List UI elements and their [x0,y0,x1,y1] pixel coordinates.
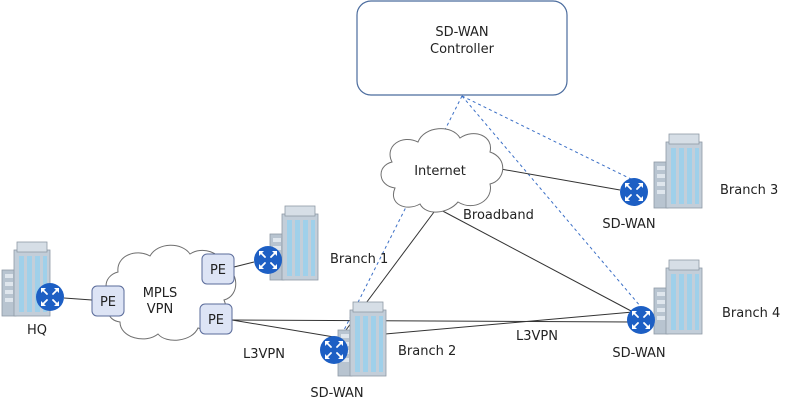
control-link-branch3 [461,95,634,181]
hq-label: HQ [27,323,47,338]
link-pe-branch2 [231,319,341,339]
branch3-sdwan-label: SD-WAN [602,217,655,232]
pe-box-hq [91,285,125,317]
cloud-icon [380,128,504,213]
router-icon [319,335,349,365]
link-pe-branch1 [233,261,255,268]
building-icon [653,133,703,209]
branch1-label: Branch 1 [330,252,388,267]
router-icon [626,305,656,335]
broadband-label: Broadband [463,208,534,223]
pe-box-branch2 [199,303,233,335]
control-link-branch4 [461,95,642,308]
pe-label-branch1: PE [210,263,226,278]
branch2-label: Branch 2 [398,344,456,359]
internet-cloud-label: Internet [414,164,466,179]
building-icon [653,259,703,335]
branch2-sdwan-label: SD-WAN [310,386,363,401]
branch3-label: Branch 3 [720,183,778,198]
pe-label-branch2: PE [208,313,224,328]
link-branch2-branch4 [339,311,634,339]
link-hq-pe [63,297,93,301]
branch4-sdwan-label: SD-WAN [612,346,665,361]
controller-label-line1: SD-WAN [435,25,488,40]
router-icon [619,177,649,207]
link-pe-branch4 [231,319,634,323]
router-icon [253,245,283,275]
building-icon [337,301,387,377]
l3vpn-label-right: L3VPN [516,329,558,344]
control-links [339,95,642,339]
mpls-cloud-label-line1: MPLS [143,286,178,301]
l3vpn-label-left: L3VPN [243,347,285,362]
link-internet-branch3 [494,167,621,191]
controller-label-line2: Controller [430,42,495,57]
router-icon [35,282,65,312]
pe-label-hq: PE [100,295,116,310]
pe-box-branch1 [201,253,235,285]
sdwan-controller-box [356,0,568,96]
link-internet-branch4 [436,207,634,313]
mpls-cloud-label-line2: VPN [147,302,173,317]
branch4-label: Branch 4 [722,306,780,321]
